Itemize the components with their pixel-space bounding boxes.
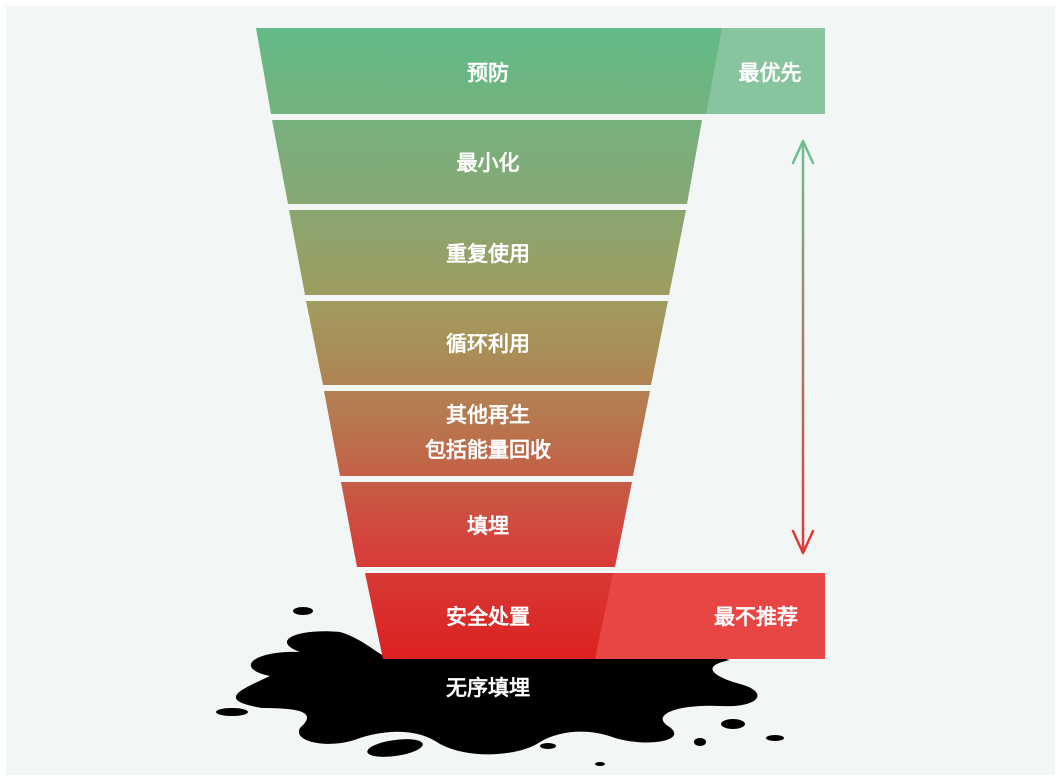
tier-landfill bbox=[341, 482, 632, 567]
funnel bbox=[256, 28, 825, 659]
bottom-label-uncontrolled-dumping: 无序填埋 bbox=[446, 676, 530, 700]
priority-tag-bg bbox=[706, 28, 825, 114]
tier-label-safe-disposal: 安全处置 bbox=[446, 605, 530, 629]
bottom-tag-label: 最不推荐 bbox=[714, 605, 798, 629]
tier-label-energy-recovery: 包括能量回收 bbox=[425, 438, 551, 462]
tier-label-reuse: 重复使用 bbox=[446, 242, 530, 266]
tier-other-recovery bbox=[324, 391, 650, 476]
tier-label-other-recovery: 其他再生 bbox=[446, 403, 530, 427]
tier-label-recycling: 循环利用 bbox=[446, 332, 530, 356]
ink-splat bbox=[216, 607, 784, 766]
tier-label-minimisation: 最小化 bbox=[457, 151, 520, 175]
tier-recycling bbox=[306, 301, 668, 385]
tier-reuse bbox=[289, 210, 686, 295]
tier-prevention bbox=[256, 28, 825, 114]
top-tag-label: 最优先 bbox=[739, 61, 802, 85]
least-preferred-tag-bg bbox=[595, 573, 825, 659]
double-arrow-icon bbox=[791, 139, 815, 555]
tier-label-prevention: 预防 bbox=[467, 61, 509, 85]
tier-minimisation bbox=[272, 120, 702, 204]
tier-label-landfill: 填埋 bbox=[467, 514, 509, 538]
